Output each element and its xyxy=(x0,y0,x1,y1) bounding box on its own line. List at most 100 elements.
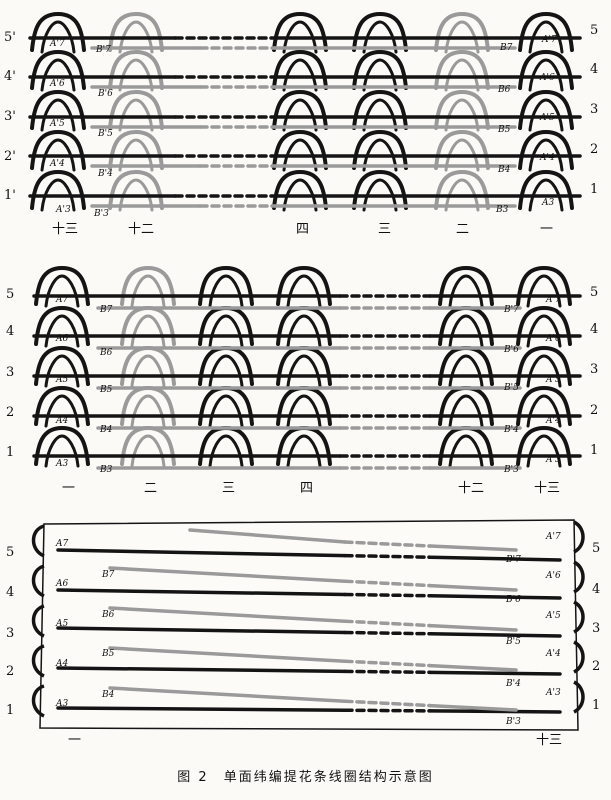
p2-left-row-label: 4 xyxy=(6,324,14,339)
p2-column-label: 十二 xyxy=(458,481,484,496)
p3-b-right-label: B'5 xyxy=(505,637,521,647)
stitch-loop-inner xyxy=(208,354,244,388)
stitch-loop-inner xyxy=(208,314,244,348)
panel-1 xyxy=(28,11,582,212)
float-yarn xyxy=(428,623,518,632)
stitch-loop xyxy=(272,49,328,90)
stitch-loop xyxy=(438,345,494,386)
stitch-loop xyxy=(518,89,574,130)
selvedge-loop xyxy=(573,680,585,714)
p3-a-left-label: A7 xyxy=(55,539,68,549)
p3-column-label: 十三 xyxy=(536,733,562,748)
stitch-loop-inner xyxy=(448,434,484,468)
p2-b-right-label: B'3 xyxy=(503,465,519,475)
stitch-loop-inner xyxy=(526,274,562,308)
float-yarn xyxy=(108,646,347,663)
float-yarn xyxy=(108,566,347,583)
p1-left-row-label: 4' xyxy=(4,69,16,84)
float-yarn-dashed xyxy=(343,540,432,548)
stitch-loop xyxy=(198,305,254,346)
stitch-loop-inner xyxy=(448,274,484,308)
stitch-loop xyxy=(352,49,408,90)
p2-column-label: 一 xyxy=(62,481,75,496)
p2-left-row-label: 2 xyxy=(6,405,14,420)
float-yarn-dashed xyxy=(343,592,432,598)
p3-a-right-label: A'3 xyxy=(545,688,561,698)
p3-left-row-label: 3 xyxy=(6,626,14,641)
stitch-loop xyxy=(518,49,574,90)
p3-b-left-label: B7 xyxy=(101,570,115,580)
stitch-loop xyxy=(120,265,176,306)
p2-b-right-label: B'4 xyxy=(503,425,519,435)
stitch-loop xyxy=(434,169,490,210)
float-yarn xyxy=(428,544,518,552)
float-yarn xyxy=(428,709,562,714)
p3-b-left-label: B5 xyxy=(101,649,115,659)
p3-b-left-label: B4 xyxy=(101,690,115,700)
stitch-loop-inner xyxy=(286,394,322,428)
p1-b-left-label: B'5 xyxy=(97,129,113,139)
stitch-loop-inner xyxy=(286,274,322,308)
p1-a-right-label: A3 xyxy=(541,198,554,208)
stitch-loop-inner xyxy=(130,274,166,308)
stitch-loop-inner xyxy=(44,394,80,428)
p3-b-right-label: B'4 xyxy=(505,679,521,689)
p2-right-row-label: 2 xyxy=(590,403,598,418)
p1-b-right-label: B3 xyxy=(495,205,509,215)
p1-right-row-label: 1 xyxy=(590,182,598,197)
p3-column-label: 一 xyxy=(68,733,81,748)
p2-a-left-label: A6 xyxy=(55,334,68,344)
p2-column-label: 二 xyxy=(144,481,157,496)
stitch-loop xyxy=(276,265,332,306)
stitch-loop xyxy=(120,385,176,426)
stitch-loop xyxy=(276,345,332,386)
p1-b-left-label: B'7 xyxy=(95,45,111,55)
p1-left-row-label: 3' xyxy=(4,109,16,124)
p2-left-row-label: 1 xyxy=(6,445,14,460)
selvedge-loop xyxy=(31,524,45,558)
float-yarn xyxy=(56,626,347,635)
p2-b-right-label: B'6 xyxy=(503,345,519,355)
p3-left-row-label: 4 xyxy=(6,585,14,600)
stitch-loop xyxy=(352,169,408,210)
p2-a-right-label: A'7 xyxy=(545,295,561,305)
p1-a-left-label: A'5 xyxy=(49,119,65,129)
stitch-loop-inner xyxy=(448,394,484,428)
stitch-loop-inner xyxy=(208,274,244,308)
float-yarn-dashed xyxy=(343,579,432,588)
p1-right-row-label: 2 xyxy=(590,142,598,157)
stitch-loop xyxy=(34,265,90,306)
stitch-loop xyxy=(272,129,328,170)
stitch-loop xyxy=(272,169,328,210)
float-yarn-dashed xyxy=(343,669,432,675)
float-yarn xyxy=(428,583,518,592)
float-yarn xyxy=(428,670,562,676)
stitch-loop-inner xyxy=(286,434,322,468)
selvedge-loop xyxy=(573,520,585,554)
float-yarn xyxy=(56,666,347,674)
p3-left-row-label: 5 xyxy=(6,545,14,560)
stitch-loop xyxy=(518,129,574,170)
p3-a-right-label: A'7 xyxy=(545,532,561,542)
p1-b-left-label: B'6 xyxy=(97,89,113,99)
stitch-loop-inner xyxy=(448,314,484,348)
stitch-loop xyxy=(198,385,254,426)
stitch-loop xyxy=(108,49,164,90)
p1-column-label: 三 xyxy=(378,222,391,237)
p3-right-row-label: 3 xyxy=(592,621,600,636)
p3-left-row-label: 2 xyxy=(6,664,14,679)
stitch-loop xyxy=(438,305,494,346)
selvedge-loop xyxy=(31,604,45,638)
stitch-loop xyxy=(438,425,494,466)
p3-a-left-label: A4 xyxy=(55,659,68,669)
stitch-loop xyxy=(30,49,86,90)
stitch-loop xyxy=(30,89,86,130)
stitch-loop xyxy=(198,345,254,386)
stitch-loop xyxy=(276,425,332,466)
stitch-loop xyxy=(518,11,574,52)
p2-right-row-label: 4 xyxy=(590,322,598,337)
selvedge-loop xyxy=(573,560,585,594)
p3-right-row-label: 1 xyxy=(592,698,600,713)
stitch-loop-inner xyxy=(208,394,244,428)
stitch-loop xyxy=(34,385,90,426)
